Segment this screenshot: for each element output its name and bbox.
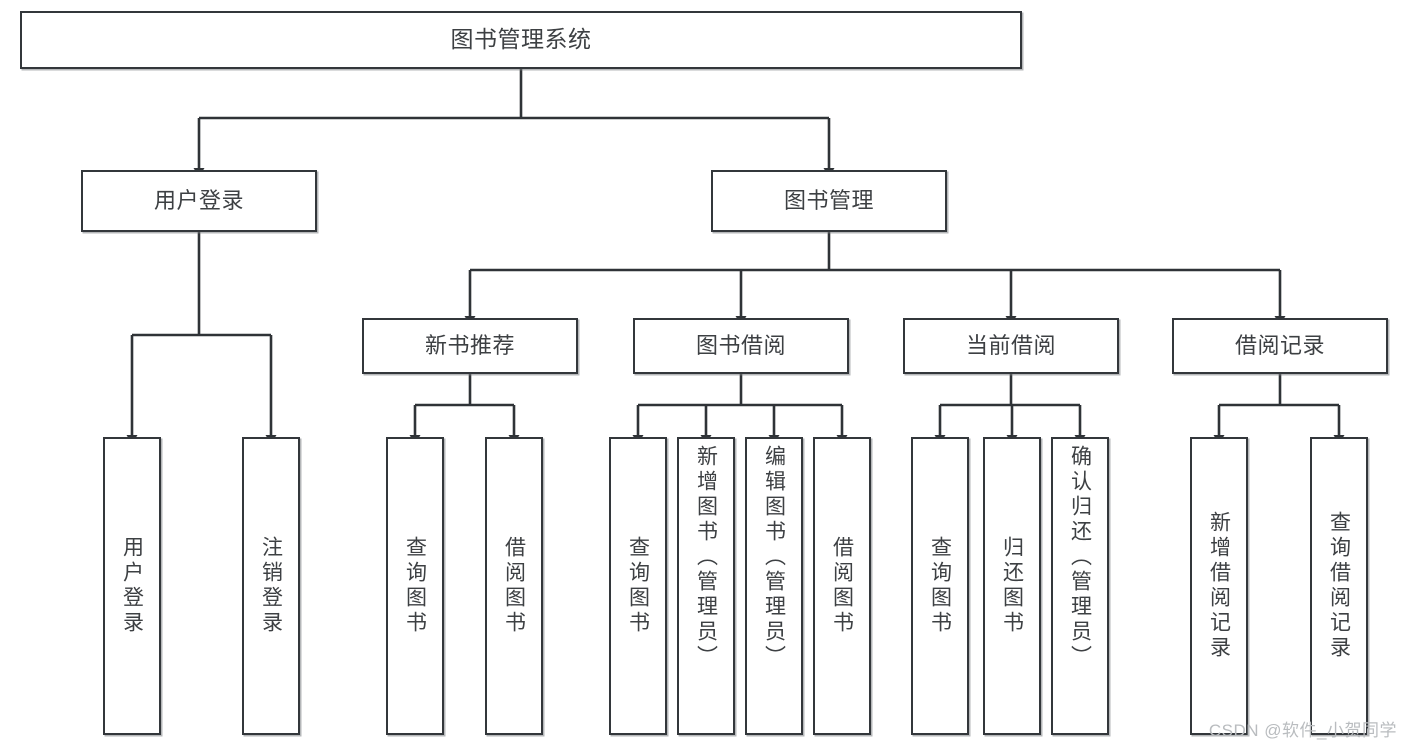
- node-leaf-logout[interactable]: 注销登录: [242, 437, 300, 735]
- node-label: 新增图书（管理员）: [694, 445, 718, 670]
- node-leaf-br-query[interactable]: 查询借阅记录: [1310, 437, 1368, 735]
- node-leaf-cb-confirm[interactable]: 确认归还（管理员）: [1051, 437, 1109, 735]
- node-label: 查询借阅记录: [1327, 511, 1351, 661]
- node-leaf-cb-return[interactable]: 归还图书: [983, 437, 1041, 735]
- node-borrow-record[interactable]: 借阅记录: [1172, 318, 1388, 374]
- node-leaf-bb-borrow[interactable]: 借阅图书: [813, 437, 871, 735]
- node-label: 注销登录: [259, 536, 283, 636]
- node-label: 图书管理: [783, 188, 874, 214]
- watermark-text: CSDN @软件_小贺同学: [1208, 721, 1397, 740]
- node-leaf-br-add[interactable]: 新增借阅记录: [1190, 437, 1248, 735]
- node-leaf-cb-query[interactable]: 查询图书: [911, 437, 969, 735]
- node-label: 查询图书: [403, 536, 427, 636]
- node-leaf-user-login[interactable]: 用户登录: [103, 437, 161, 735]
- node-label: 查询图书: [928, 536, 952, 636]
- node-book-manage[interactable]: 图书管理: [711, 170, 947, 232]
- node-label: 编辑图书（管理员）: [762, 445, 786, 670]
- node-label: 用户登录: [120, 536, 144, 636]
- node-current-borrow[interactable]: 当前借阅: [903, 318, 1119, 374]
- node-label: 借阅图书: [830, 536, 854, 636]
- node-label: 确认归还（管理员）: [1068, 445, 1092, 670]
- node-leaf-bb-add[interactable]: 新增图书（管理员）: [677, 437, 735, 735]
- node-label: 借阅图书: [502, 536, 526, 636]
- node-label: 图书管理系统: [450, 26, 592, 53]
- node-leaf-bb-edit[interactable]: 编辑图书（管理员）: [745, 437, 803, 735]
- node-leaf-rec-borrow[interactable]: 借阅图书: [485, 437, 543, 735]
- node-user-login[interactable]: 用户登录: [81, 170, 317, 232]
- node-label: 借阅记录: [1234, 333, 1325, 359]
- node-leaf-rec-query[interactable]: 查询图书: [386, 437, 444, 735]
- node-label: 当前借阅: [965, 333, 1056, 359]
- node-book-borrow[interactable]: 图书借阅: [633, 318, 849, 374]
- node-label: 图书借阅: [695, 333, 786, 359]
- node-root[interactable]: 图书管理系统: [20, 11, 1022, 69]
- node-label: 新书推荐: [424, 333, 515, 359]
- node-leaf-bb-query[interactable]: 查询图书: [609, 437, 667, 735]
- node-label: 归还图书: [1000, 536, 1024, 636]
- node-label: 查询图书: [626, 536, 650, 636]
- node-label: 用户登录: [153, 188, 244, 214]
- node-new-book-rec[interactable]: 新书推荐: [362, 318, 578, 374]
- node-label: 新增借阅记录: [1207, 511, 1231, 661]
